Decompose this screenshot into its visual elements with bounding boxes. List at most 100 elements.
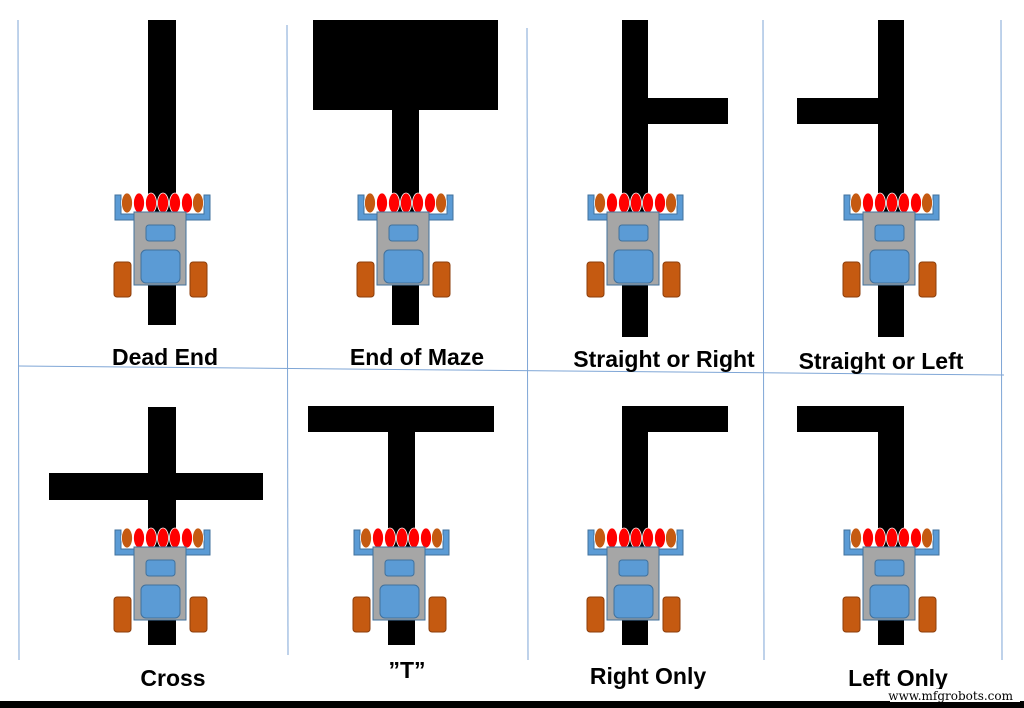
robot-bottom-panel	[140, 249, 181, 284]
robot-top-panel	[145, 559, 176, 577]
robot	[113, 527, 211, 633]
sensor-led	[157, 527, 169, 549]
robot-bottom-panel	[613, 584, 654, 619]
label-right-only: Right Only	[590, 663, 706, 689]
sensor-led	[133, 192, 145, 214]
sensor-led	[420, 527, 432, 549]
right-wheel	[662, 596, 681, 633]
sensor-led	[606, 527, 618, 549]
robots	[113, 192, 940, 633]
sensor-led	[630, 192, 642, 214]
sensor-led	[121, 527, 133, 549]
sensor-led	[898, 192, 910, 214]
sensor-led	[181, 192, 193, 214]
labels: Dead End End of Maze Straight or Right S…	[112, 344, 964, 691]
robot-top-panel	[145, 224, 176, 242]
sensor-led	[862, 192, 874, 214]
sensor-led	[424, 192, 436, 214]
sensor-led	[169, 192, 181, 214]
robot	[113, 192, 211, 298]
sensor-led	[642, 527, 654, 549]
left-wheel	[113, 596, 132, 633]
sensor-led	[665, 527, 677, 549]
sensor-led	[157, 192, 169, 214]
sensor-led	[921, 192, 933, 214]
left-wheel	[356, 261, 375, 298]
sensor-led	[169, 527, 181, 549]
track-segment	[313, 20, 498, 110]
robot-top-panel	[388, 224, 419, 242]
right-wheel	[918, 261, 937, 298]
sensor-led	[618, 527, 630, 549]
sensor-led	[654, 192, 666, 214]
divider-line	[17, 365, 1005, 376]
sensor-led	[886, 527, 898, 549]
track-segment	[49, 473, 263, 500]
left-wheel	[586, 261, 605, 298]
sensor-led	[435, 192, 447, 214]
track-segment	[797, 98, 904, 124]
track-segment	[797, 406, 904, 432]
divider-line	[762, 19, 765, 661]
sensor-led	[145, 527, 157, 549]
sensor-led	[642, 192, 654, 214]
robot-bottom-panel	[869, 249, 910, 284]
sensor-led	[850, 192, 862, 214]
sensor-led	[606, 192, 618, 214]
sensor-led	[921, 527, 933, 549]
divider-line	[286, 24, 289, 656]
right-wheel	[428, 596, 447, 633]
robot-top-panel	[874, 224, 905, 242]
sensor-led	[192, 527, 204, 549]
sensor-led	[431, 527, 443, 549]
robot-top-panel	[618, 224, 649, 242]
robot-bottom-panel	[869, 584, 910, 619]
sensor-led	[384, 527, 396, 549]
sensor-led	[121, 192, 133, 214]
sensor-led	[594, 527, 606, 549]
sensor-led	[594, 192, 606, 214]
robot-bottom-panel	[383, 249, 424, 284]
robot-bottom-panel	[613, 249, 654, 284]
robot-top-panel	[618, 559, 649, 577]
divider-line	[526, 27, 529, 661]
sensor-led	[376, 192, 388, 214]
label-straight-or-right: Straight or Right	[573, 346, 755, 372]
track-segment	[622, 406, 728, 432]
label-left-only: Left Only	[848, 665, 948, 691]
robot	[842, 192, 940, 298]
label-cross: Cross	[140, 665, 205, 691]
label-dead-end: Dead End	[112, 344, 218, 370]
left-wheel	[113, 261, 132, 298]
robot-top-panel	[384, 559, 415, 577]
right-wheel	[662, 261, 681, 298]
sensor-led	[630, 527, 642, 549]
sensor-led	[372, 527, 384, 549]
sensor-led	[850, 527, 862, 549]
robot-top-panel	[874, 559, 905, 577]
watermark: www.mfgrobots.com	[888, 689, 1013, 703]
robot	[586, 527, 684, 633]
panel-dividers	[17, 19, 1005, 661]
sensor-led	[400, 192, 412, 214]
sensor-led	[874, 192, 886, 214]
watermark-bg	[890, 689, 1020, 702]
sensor-led	[145, 192, 157, 214]
robot-bottom-panel	[140, 584, 181, 619]
robot	[842, 527, 940, 633]
sensor-led	[412, 192, 424, 214]
track-segment	[878, 20, 904, 337]
sensor-led	[364, 192, 376, 214]
label-t: ”T”	[388, 657, 425, 683]
sensor-led	[898, 527, 910, 549]
sensor-led	[654, 527, 666, 549]
track-segment	[622, 20, 648, 337]
divider-line	[17, 19, 20, 661]
sensor-led	[408, 527, 420, 549]
left-wheel	[842, 261, 861, 298]
sensor-led	[192, 192, 204, 214]
right-wheel	[918, 596, 937, 633]
robot	[352, 527, 450, 633]
sensor-led	[874, 527, 886, 549]
